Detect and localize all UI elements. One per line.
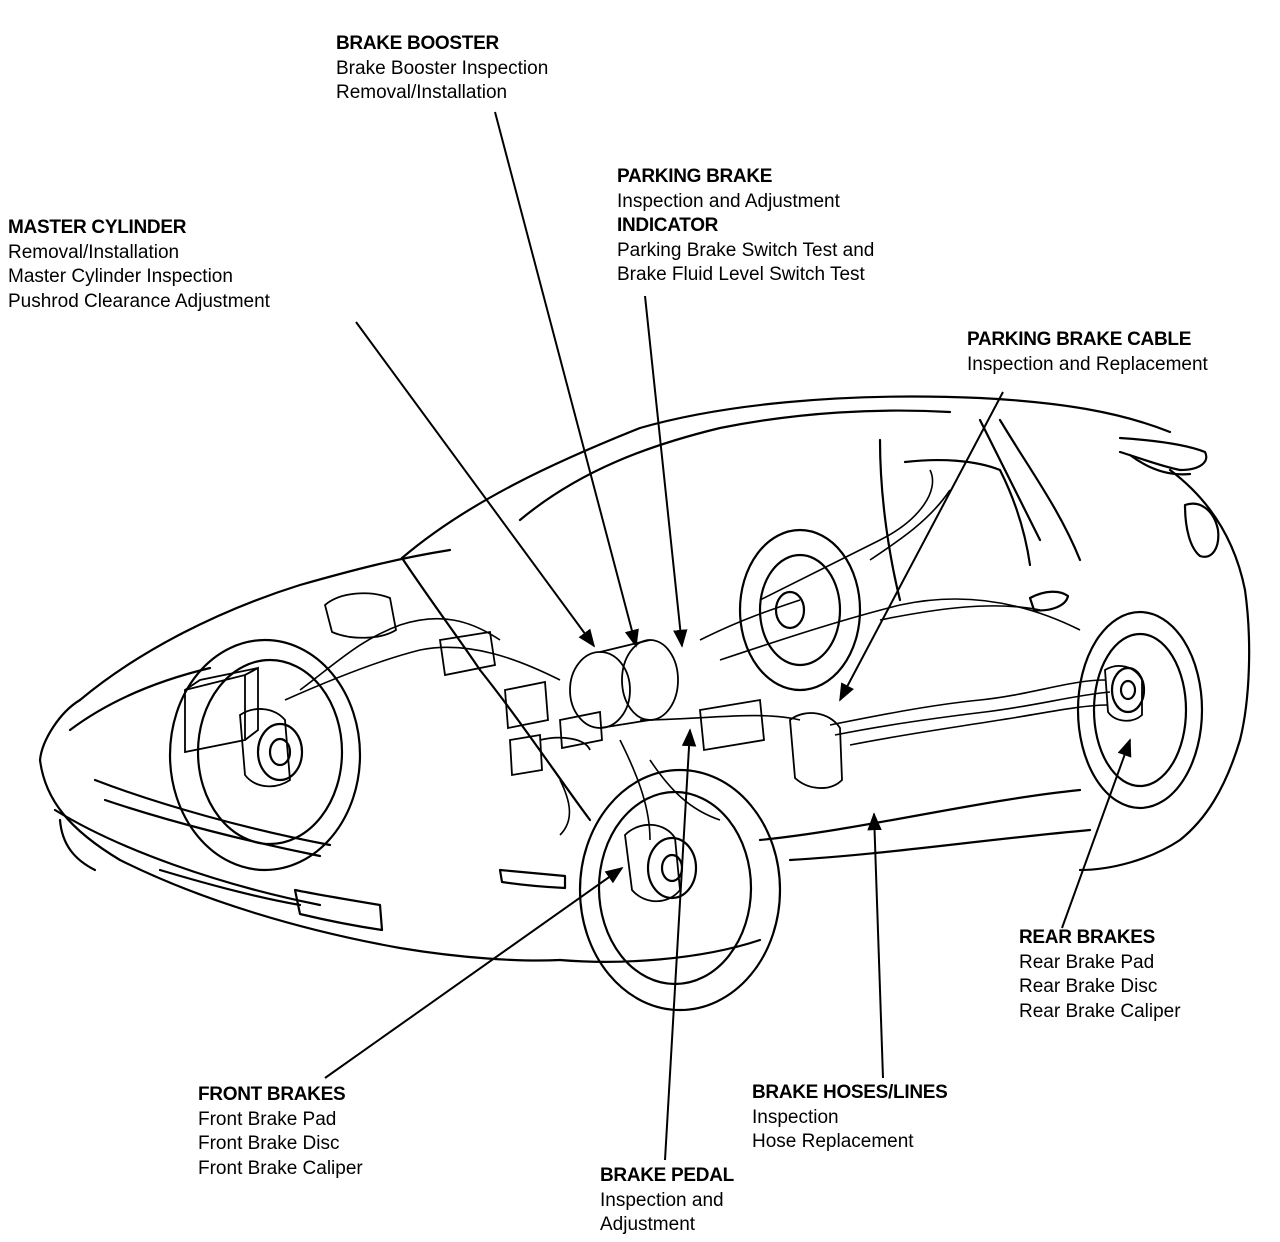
brake-pedal-title: BRAKE PEDAL [600,1165,734,1186]
leader-front-brakes [324,866,624,1079]
leader-parking-brake [644,295,688,648]
indicator-title: INDICATOR [617,215,719,236]
brake-booster-title: BRAKE BOOSTER [336,33,499,54]
brake-pedal-line: Inspection and [600,1189,724,1211]
leader-parking-brake-cable [839,391,1004,702]
callout-parking-brake: PARKING BRAKE Inspection and Adjustment … [617,165,874,288]
brake-hoses-lines-line: Inspection [752,1106,839,1128]
front-brakes-title: FRONT BRAKES [198,1084,346,1105]
rear-brakes-title: REAR BRAKES [1019,927,1156,948]
callout-brake-booster: BRAKE BOOSTER Brake Booster Inspection R… [336,32,548,106]
parking-brake-title: PARKING BRAKE [617,166,773,187]
callout-parking-brake-cable: PARKING BRAKE CABLE Inspection and Repla… [967,328,1208,377]
leader-brake-pedal [664,728,697,1161]
parking-brake-line: Inspection and Adjustment [617,190,840,212]
brake-lines [284,469,1111,841]
engine-bay-components [184,592,1143,903]
indicator-line: Brake Fluid Level Switch Test [617,264,865,285]
parking-brake-cable-title: PARKING BRAKE CABLE [967,329,1192,350]
master-cylinder-line: Master Cylinder Inspection [8,266,233,287]
callout-master-cylinder: MASTER CYLINDER Removal/Installation Mas… [8,216,270,314]
indicator-line: Parking Brake Switch Test and [617,239,875,261]
master-cylinder-title: MASTER CYLINDER [8,217,187,238]
brake-hoses-lines-line: Hose Replacement [752,1131,914,1152]
front-brakes-line: Front Brake Disc [198,1133,340,1154]
brake-booster-line: Removal/Installation [336,82,508,103]
parking-brake-cable-line: Inspection and Replacement [967,353,1208,375]
leader-master-cylinder [355,321,596,648]
master-cylinder-line: Pushrod Clearance Adjustment [8,290,270,312]
master-cylinder-line: Removal/Installation [8,241,180,263]
callout-rear-brakes: REAR BRAKES Rear Brake Pad Rear Brake Di… [1019,926,1181,1024]
leader-rear-brakes [1061,738,1132,929]
callout-brake-pedal: BRAKE PEDAL Inspection and Adjustment [600,1164,734,1238]
front-brakes-line: Front Brake Caliper [198,1157,363,1179]
rear-brakes-line: Rear Brake Disc [1019,976,1158,997]
leader-lines [324,111,1132,1161]
brake-pedal-line: Adjustment [600,1214,696,1235]
rear-brakes-line: Rear Brake Caliper [1019,1000,1181,1022]
brake-booster-line: Brake Booster Inspection [336,57,549,79]
leader-brake-booster [494,111,639,648]
front-brakes-line: Front Brake Pad [198,1108,337,1130]
rear-brakes-line: Rear Brake Pad [1019,951,1155,973]
leader-brake-hoses-lines [867,812,884,1079]
callout-brake-hoses-lines: BRAKE HOSES/LINES Inspection Hose Replac… [752,1081,948,1155]
brake-hoses-lines-title: BRAKE HOSES/LINES [752,1082,948,1103]
car-body [38,395,1251,963]
callout-front-brakes: FRONT BRAKES Front Brake Pad Front Brake… [198,1083,363,1181]
